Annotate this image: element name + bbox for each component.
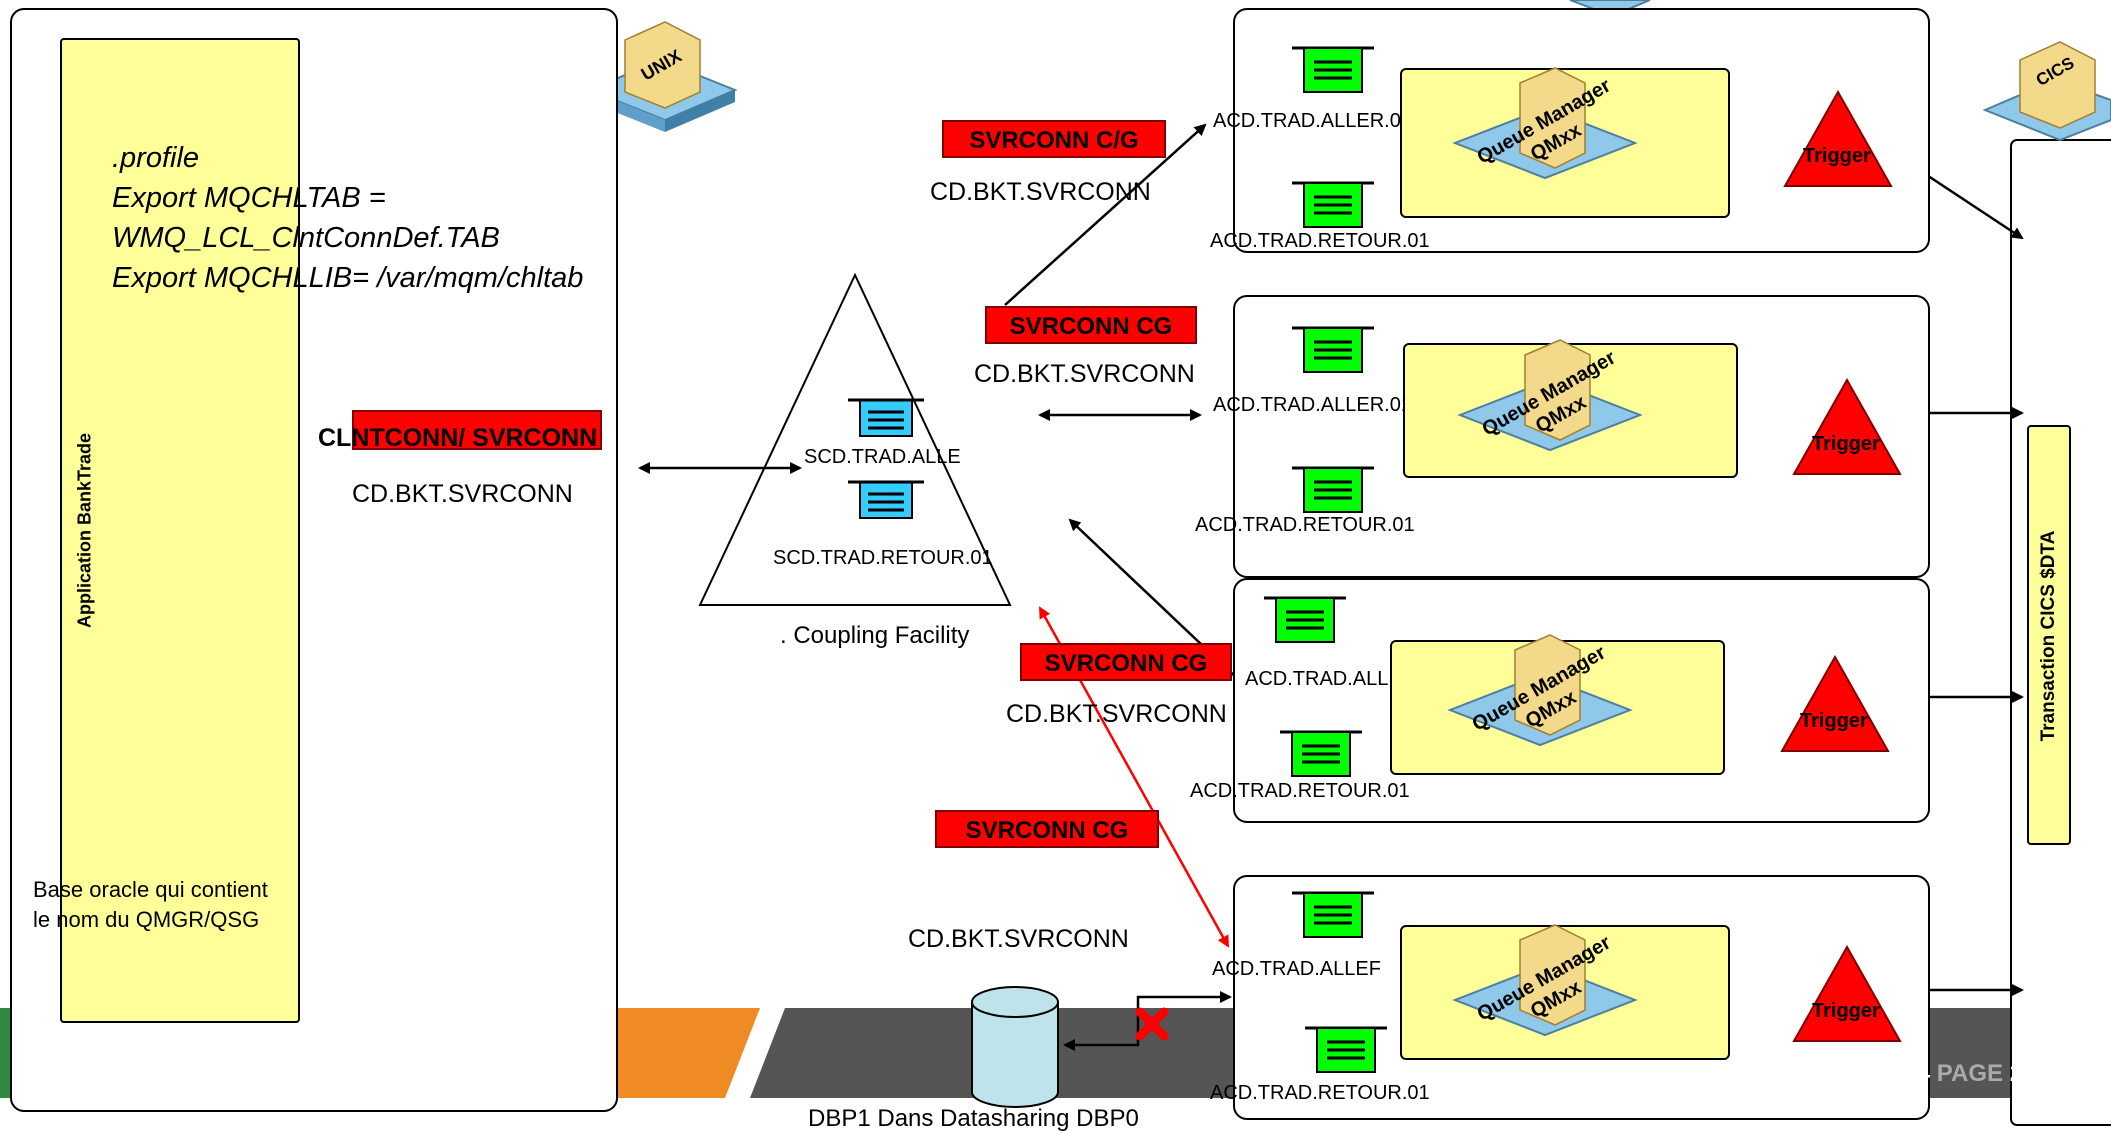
trigger-label: Trigger [1812, 1000, 1880, 1022]
svrconn-channel-name-3: CD.BKT.SVRCONN [1006, 700, 1227, 728]
profile-line: Export MQCHLLIB= /var/mqm/chltab [112, 262, 584, 294]
unix-server-icon [587, 21, 738, 132]
queue-manager-server-icon [1447, 634, 1633, 747]
svrconn-label-1: SVRCONN C/G [942, 120, 1166, 158]
queue-retour-icon [1280, 730, 1362, 777]
queue-aller-icon [1292, 46, 1374, 93]
svrconn-label-2: SVRCONN CG [985, 306, 1197, 344]
cics-transaction-label: Transaction CICS $DTA [2038, 530, 2059, 742]
oracle-db-caption-line: le nom du QMGR/QSG [33, 907, 260, 932]
queue-aller-icon [1292, 891, 1374, 938]
queue-aller-icon [1292, 326, 1374, 373]
db2-qm4-arrow [1063, 991, 1232, 1051]
profile-text-block: .profile Export MQCHLTAB = WMQ_LCL_ClntC… [112, 138, 583, 298]
cf-queue-aller-name: SCD.TRAD.ALLE [804, 446, 961, 468]
blocked-x-icon [1135, 1007, 1169, 1041]
queue-aller-name: ACD.TRAD.ALLER.01 [1213, 110, 1412, 132]
oracle-db-caption-line: Base oracle qui contient [33, 877, 268, 902]
cf-queue-aller-icon [848, 398, 924, 437]
queue-aller-icon [1264, 596, 1346, 643]
queue-manager-server-icon [1452, 67, 1638, 180]
queue-manager-server-icon [1452, 924, 1638, 1037]
footer-date: 24/02/2014 [1810, 1060, 1931, 1087]
trigger-label: Trigger [1803, 145, 1871, 167]
clntconn-label-bg [352, 410, 602, 450]
clntconn-label: CLNTCONN/ SVRCONN [318, 424, 598, 452]
clntconn-channel-name: CD.BKT.SVRCONN [352, 480, 573, 508]
queue-retour-icon [1292, 466, 1374, 513]
application-vertical-label: Application BankTrade [74, 432, 95, 629]
queue-retour-name: ACD.TRAD.RETOUR.01 [1190, 780, 1410, 802]
footer-page-info: 24/02/2014 PAGE 2 [1810, 1060, 2023, 1088]
cf-qm1-arrow [1004, 123, 1207, 306]
profile-line: .profile [112, 142, 200, 174]
coupling-facility-label: . Coupling Facility [780, 622, 970, 649]
svrconn-label-4: SVRCONN CG [935, 810, 1159, 848]
svrconn-channel-name-4: CD.BKT.SVRCONN [908, 925, 1129, 953]
cf-queue-retour-name: SCD.TRAD.RETOUR.01 [773, 547, 993, 569]
queue-retour-icon [1305, 1026, 1387, 1073]
queue-manager-server-icon [1457, 339, 1643, 452]
svrconn-label-3: SVRCONN CG [1020, 643, 1232, 681]
coupling-facility-triangle [698, 272, 1012, 606]
queue-retour-name: ACD.TRAD.RETOUR.01 [1210, 1082, 1430, 1104]
queue-aller-name: ACD.TRAD.ALLEF [1212, 958, 1381, 980]
cics-server-icon [1982, 41, 2111, 142]
db2-caption: DBP1 Dans Datasharing DBP0 [808, 1105, 1139, 1132]
queue-retour-icon [1292, 181, 1374, 228]
trigger-triangle-icon [1792, 945, 1902, 1042]
profile-line: WMQ_LCL_ClntConnDef.TAB [112, 222, 500, 254]
queue-retour-name: ACD.TRAD.RETOUR.01 [1210, 230, 1430, 252]
footer-page-number: 2 [2009, 1060, 2024, 1087]
cf-queue-retour-icon [848, 480, 924, 519]
cics-transaction-panel [2027, 425, 2071, 845]
queue-retour-name: ACD.TRAD.RETOUR.01 [1195, 514, 1415, 536]
trigger-triangle-icon [1783, 90, 1893, 187]
oracle-db-caption: Base oracle qui contient le nom du QMGR/… [33, 875, 268, 935]
trigger-label: Trigger [1812, 433, 1880, 455]
svrconn-channel-name-2: CD.BKT.SVRCONN [974, 360, 1195, 388]
db2-icon [971, 986, 1059, 1108]
trigger-triangle-icon [1780, 655, 1890, 752]
trigger-triangle-icon [1792, 378, 1902, 475]
application-panel [60, 38, 300, 1023]
svrconn-channel-name-1: CD.BKT.SVRCONN [930, 178, 1151, 206]
trigger-label: Trigger [1800, 710, 1868, 732]
queue-aller-name: ACD.TRAD.ALLER.01 [1213, 394, 1412, 416]
profile-line: Export MQCHLTAB = [112, 182, 386, 214]
footer-page-label: PAGE [1936, 1060, 2004, 1087]
